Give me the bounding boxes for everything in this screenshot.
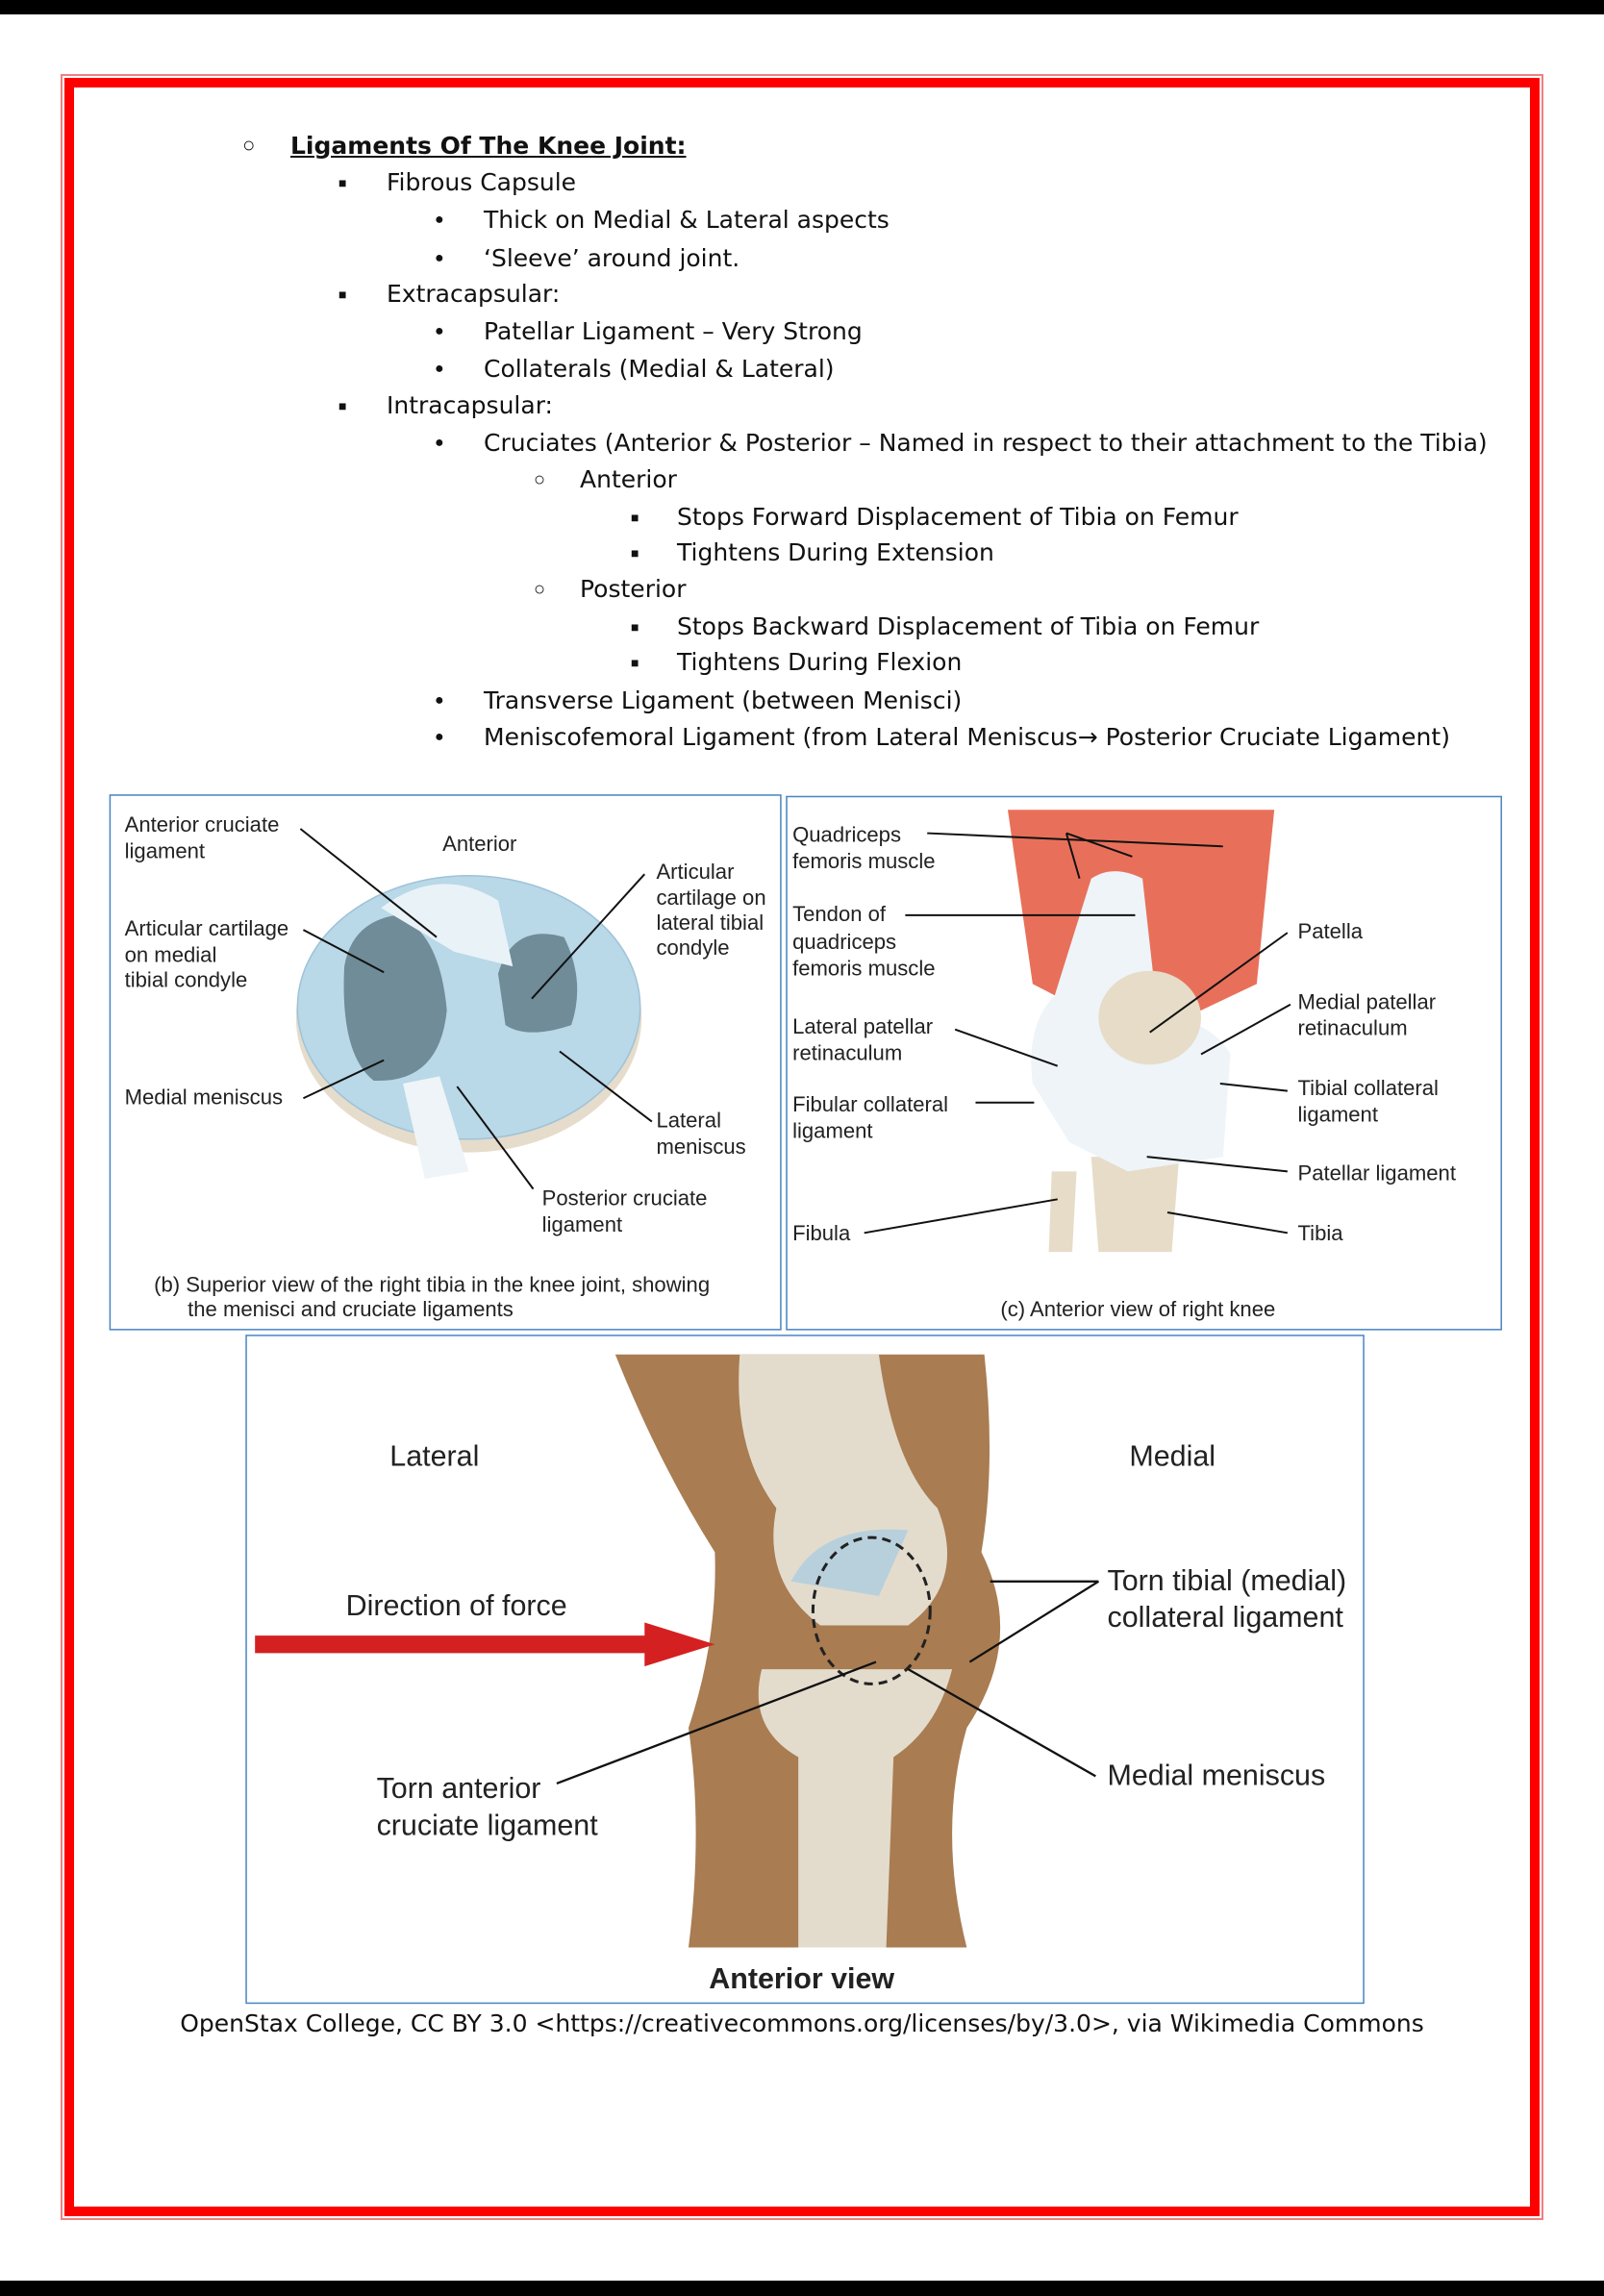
figure-b-superior-view: Anterior cruciate ligament Anterior Arti… (109, 794, 782, 1331)
medial-cartilage (343, 914, 447, 1082)
image-credit: OpenStax College, CC BY 3.0 <https://cre… (180, 2009, 1424, 2037)
label-fibular-collateral: Fibular collateral (792, 1092, 948, 1116)
bullet: ● (435, 729, 444, 745)
label-lat-cartilage: condyle (656, 936, 729, 960)
outline-item: Posterior (580, 575, 687, 603)
label-med-cartilage: Articular cartilage (125, 916, 289, 940)
outline-item: Anterior (580, 465, 677, 493)
label-lateral: Lateral (389, 1439, 479, 1472)
caption-anterior-view: Anterior view (709, 1962, 894, 1995)
bullet: ■ (631, 545, 639, 561)
patella (1098, 970, 1202, 1065)
bullet: ● (435, 361, 444, 377)
caption-c: (c) Anterior view of right knee (1000, 1297, 1275, 1321)
label-acl: Anterior cruciate (125, 812, 280, 836)
label-tendon: quadriceps (792, 930, 896, 954)
bullet: ● (435, 323, 444, 339)
caption-b: the menisci and cruciate ligaments (188, 1297, 514, 1321)
label-medial-meniscus: Medial meniscus (1108, 1759, 1326, 1791)
bullet: ● (435, 212, 444, 228)
outline-item: Tightens During Extension (677, 538, 994, 566)
label-med-cartilage: tibial condyle (125, 967, 248, 991)
label-anterior: Anterior (442, 832, 516, 856)
label-lat-cartilage: cartilage on (656, 886, 765, 910)
bullet: ○ (534, 469, 546, 490)
figure-torn-ligaments: Lateral Medial Direction of force Torn t… (245, 1335, 1365, 2005)
outline-item: Intracapsular: (387, 391, 553, 419)
bullet: ■ (338, 175, 347, 190)
bullet: ○ (534, 579, 546, 600)
label-acl: ligament (125, 838, 205, 862)
outline-item: Collaterals (Medial & Lateral) (484, 355, 835, 383)
outline-item: Stops Forward Displacement of Tibia on F… (677, 503, 1239, 531)
label-lateral-meniscus: Lateral (656, 1109, 721, 1133)
label-lateral-meniscus: meniscus (656, 1135, 745, 1159)
label-tibia: Tibia (1298, 1221, 1344, 1245)
label-lateral-retinaculum: Lateral patellar (792, 1014, 933, 1038)
bullet: ■ (631, 510, 639, 525)
label-medial-retinaculum: retinaculum (1298, 1016, 1408, 1040)
caption-b: (b) Superior view of the right tibia in … (154, 1272, 710, 1296)
label-med-cartilage: on medial (125, 943, 217, 967)
label-fibula: Fibula (792, 1221, 851, 1245)
label-medial-retinaculum: Medial patellar (1298, 989, 1437, 1013)
label-patella: Patella (1298, 919, 1364, 943)
outline-item: Tightens During Flexion (677, 648, 963, 676)
top-black-bar (0, 0, 1604, 14)
outline-item: Stops Backward Displacement of Tibia on … (677, 612, 1260, 640)
circle-bullet: ○ (242, 133, 256, 157)
outline-item: Cruciates (Anterior & Posterior – Named … (484, 429, 1488, 457)
label-lat-cartilage: Articular (656, 860, 734, 884)
label-torn-tcl: Torn tibial (medial) (1108, 1564, 1347, 1597)
label-medial: Medial (1129, 1439, 1216, 1472)
label-direction-of-force: Direction of force (346, 1589, 567, 1622)
label-pcl: ligament (542, 1212, 622, 1236)
label-tendon: femoris muscle (792, 956, 935, 980)
force-arrow (644, 1622, 715, 1667)
outline-item: Extracapsular: (387, 280, 561, 308)
label-pcl: Posterior cruciate (542, 1185, 708, 1210)
red-page-border (61, 74, 1543, 2220)
label-torn-acl: cruciate ligament (377, 1809, 599, 1841)
tibia (758, 1669, 953, 1948)
bullet: ■ (631, 619, 639, 635)
bullet: ■ (338, 287, 347, 302)
bullet: ● (435, 692, 444, 709)
bullet: ● (435, 435, 444, 451)
section-title: Ligaments Of The Knee Joint: (290, 132, 687, 160)
outline-item: Patellar Ligament – Very Strong (484, 317, 863, 345)
lateral-cartilage (497, 934, 578, 1033)
label-tendon: Tendon of (792, 902, 887, 926)
label-medial-meniscus: Medial meniscus (125, 1085, 283, 1109)
label-quadriceps: femoris muscle (792, 849, 935, 873)
label-lateral-retinaculum: retinaculum (792, 1041, 902, 1065)
bullet: ■ (631, 655, 639, 670)
outline-item: Transverse Ligament (between Menisci) (484, 686, 963, 714)
label-torn-tcl: collateral ligament (1108, 1601, 1344, 1634)
figure-c-anterior-view: Quadriceps femoris muscle Tendon of quad… (786, 795, 1502, 1331)
bullet: ● (435, 250, 444, 266)
outline-item: Meniscofemoral Ligament (from Lateral Me… (484, 723, 1450, 751)
bottom-black-bar (0, 2281, 1604, 2296)
bullet: ■ (338, 398, 347, 413)
label-patellar-ligament: Patellar ligament (1298, 1161, 1456, 1185)
label-lat-cartilage: lateral tibial (656, 911, 764, 935)
label-tibial-collateral: ligament (1298, 1103, 1378, 1127)
outline-item: Thick on Medial & Lateral aspects (484, 206, 890, 234)
label-tibial-collateral: Tibial collateral (1298, 1076, 1439, 1100)
label-quadriceps: Quadriceps (792, 823, 901, 847)
outline-item: Fibrous Capsule (387, 168, 577, 196)
label-torn-acl: Torn anterior (377, 1772, 541, 1805)
outline-item: ‘Sleeve’ around joint. (484, 244, 740, 272)
label-fibular-collateral: ligament (792, 1118, 872, 1142)
